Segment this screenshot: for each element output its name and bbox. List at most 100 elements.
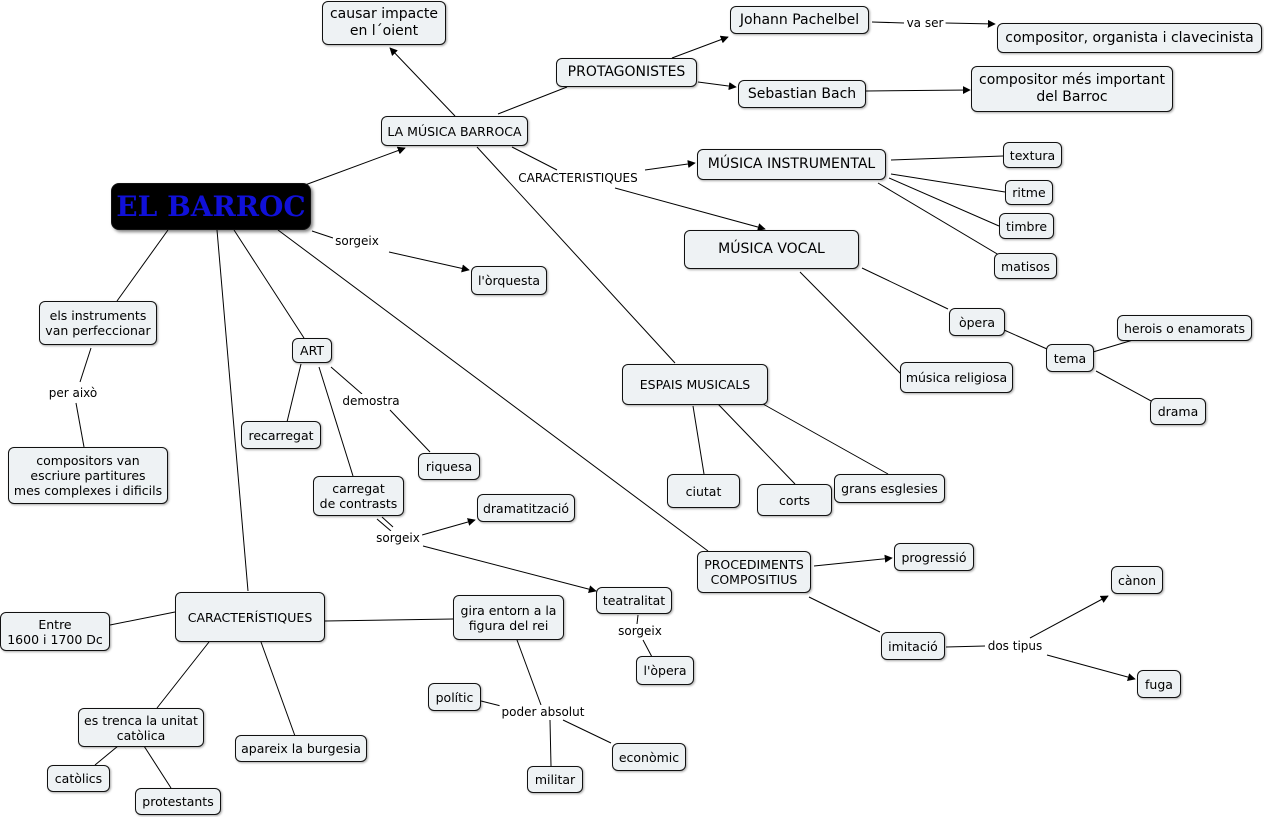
edge-art-demostra — [330, 366, 363, 395]
edge-imitacio-dostipus — [945, 645, 986, 648]
link-label-demostra: demostra — [340, 394, 402, 408]
node-entre-1600-1700[interactable]: Entre 1600 i 1700 Dc — [0, 612, 110, 651]
node-causar-impacte[interactable]: causar impacte en l´oient — [322, 1, 446, 45]
node-art[interactable]: ART — [292, 338, 332, 363]
node-caracteristiques[interactable]: CARACTERÍSTIQUES — [175, 592, 325, 642]
node-recarregat[interactable]: recarregat — [241, 421, 321, 449]
link-label-per-aixo: per això — [46, 386, 100, 400]
edge-carlabel-vocal — [614, 187, 766, 231]
node-herois-enamorats[interactable]: herois o enamorats — [1117, 315, 1252, 341]
node-teatralitat[interactable]: teatralitat — [596, 587, 672, 614]
node-grans-esglesies[interactable]: grans esglesies — [834, 474, 945, 503]
edge-musica-protagonistes — [497, 86, 568, 115]
edge-instr-textura — [890, 155, 1004, 161]
node-tema[interactable]: tema — [1046, 344, 1094, 372]
node-ciutat[interactable]: ciutat — [667, 474, 740, 508]
edge-vocal-opera — [861, 267, 949, 310]
edge-contrasts-sorgeix-2 — [381, 516, 394, 528]
edge-root-caract — [216, 229, 249, 592]
edge-prot-bach — [697, 81, 737, 91]
edge-prot-pachelbel — [671, 35, 729, 59]
edge-contrasts-sorgeix — [376, 518, 392, 532]
link-label-sorgeix-contrasts: sorgeix — [374, 531, 422, 545]
node-johann-pachelbel[interactable]: Johann Pachelbel — [730, 6, 869, 34]
node-compositors-partitures[interactable]: compositors van escriure partitures mes … — [8, 447, 168, 504]
edge-vaser-desc — [944, 19, 996, 28]
node-bach-desc[interactable]: compositor més important del Barroc — [971, 66, 1173, 112]
edge-vocal-religiosa — [799, 271, 903, 376]
edge-dostipus-canon — [1029, 595, 1109, 639]
edge-proced-imitacio — [808, 596, 881, 633]
node-procediments-compositius[interactable]: PROCEDIMENTS COMPOSITIUS — [697, 551, 811, 593]
root-node-el-barroc[interactable]: EL BARROC — [111, 183, 311, 230]
edge-root-musica — [304, 146, 406, 186]
node-economic[interactable]: econòmic — [612, 743, 686, 771]
node-pachelbel-desc[interactable]: compositor, organista i clavecinista — [997, 23, 1262, 53]
edge-demostra-riquesa — [389, 409, 431, 453]
node-fuga[interactable]: fuga — [1137, 670, 1181, 698]
edge-opera-tema — [1003, 329, 1048, 350]
edge-sorgeix-opera — [642, 639, 653, 658]
node-musica-vocal[interactable]: MÚSICA VOCAL — [684, 230, 859, 269]
edge-dostipus-fuga — [1046, 654, 1136, 681]
node-politic[interactable]: polític — [428, 683, 481, 711]
node-matisos[interactable]: matisos — [994, 253, 1057, 279]
node-protestants[interactable]: protestants — [135, 788, 221, 815]
link-label-poder-absolut: poder absolut — [499, 705, 587, 719]
edge-tema-drama — [1095, 370, 1154, 403]
node-militar[interactable]: militar — [527, 766, 583, 793]
node-timbre[interactable]: timbre — [999, 213, 1054, 239]
node-catolics[interactable]: catòlics — [47, 765, 110, 792]
edge-carlabel-instr — [644, 160, 696, 171]
edge-sorgeix-orquesta — [388, 251, 470, 273]
node-apareix-burgesia[interactable]: apareix la burgesia — [235, 735, 367, 762]
node-protagonistes[interactable]: PROTAGONISTES — [556, 58, 697, 87]
node-imitacio[interactable]: imitació — [881, 632, 945, 660]
node-es-trenca-unitat[interactable]: es trenca la unitat catòlica — [78, 708, 204, 747]
node-progressio[interactable]: progressió — [894, 543, 974, 571]
node-corts[interactable]: corts — [757, 484, 832, 516]
node-espais-musicals[interactable]: ESPAIS MUSICALS — [622, 364, 768, 405]
link-label-va-ser: va ser — [904, 16, 946, 30]
node-opera-sorgeix[interactable]: l'òpera — [636, 656, 694, 685]
node-dramatitzacio[interactable]: dramatització — [477, 494, 575, 522]
link-label-caracteristiques: CARACTERISTIQUES — [516, 171, 640, 185]
node-opera-vocal[interactable]: òpera — [949, 308, 1005, 336]
edge-caract-entre — [109, 611, 176, 626]
node-musica-religiosa[interactable]: música religiosa — [900, 362, 1013, 393]
edge-espais-ciutat — [692, 405, 705, 475]
edge-root-sorgeix — [311, 230, 334, 239]
node-textura[interactable]: textura — [1003, 142, 1062, 168]
node-orquesta[interactable]: l'òrquesta — [471, 266, 547, 295]
edge-instr-peraixo — [79, 347, 92, 383]
edge-trenca-catolics — [94, 745, 119, 766]
node-carregat-contrasts[interactable]: carregat de contrasts — [313, 476, 404, 516]
node-instruments-perfeccionar[interactable]: els instruments van perfeccionar — [39, 301, 157, 345]
node-canon[interactable]: cànon — [1111, 566, 1163, 594]
edge-musica-causar — [389, 47, 456, 117]
edge-musica-carlabel — [511, 146, 558, 171]
node-la-musica-barroca[interactable]: LA MÚSICA BARROCA — [381, 116, 528, 146]
edge-root-proced — [277, 229, 709, 552]
node-drama[interactable]: drama — [1150, 398, 1206, 425]
edge-caract-gira — [324, 618, 454, 622]
edge-caract-burgesia — [260, 641, 296, 737]
edge-proced-progressio — [813, 554, 893, 567]
node-ritme[interactable]: ritme — [1005, 180, 1053, 205]
edge-trenca-protestants — [143, 745, 172, 789]
node-sebastian-bach[interactable]: Sebastian Bach — [738, 80, 866, 108]
edge-poder-economic — [562, 719, 612, 744]
edge-tema-herois — [1092, 339, 1134, 353]
link-label-dos-tipus: dos tipus — [985, 639, 1045, 653]
node-gira-entorn-rei[interactable]: gira entorn a la figura del rei — [453, 595, 564, 640]
node-riquesa[interactable]: riquesa — [418, 453, 480, 480]
edge-bach-desc — [865, 86, 971, 95]
edge-musica-espais — [476, 146, 676, 364]
edge-art-recarregat — [286, 363, 302, 423]
edge-teatral-sorgeix — [636, 614, 639, 625]
edge-root-art — [233, 229, 305, 339]
node-musica-instrumental[interactable]: MÚSICA INSTRUMENTAL — [697, 149, 886, 180]
edge-espais-esglesies — [762, 403, 889, 475]
edge-art-contrasts — [318, 366, 354, 477]
